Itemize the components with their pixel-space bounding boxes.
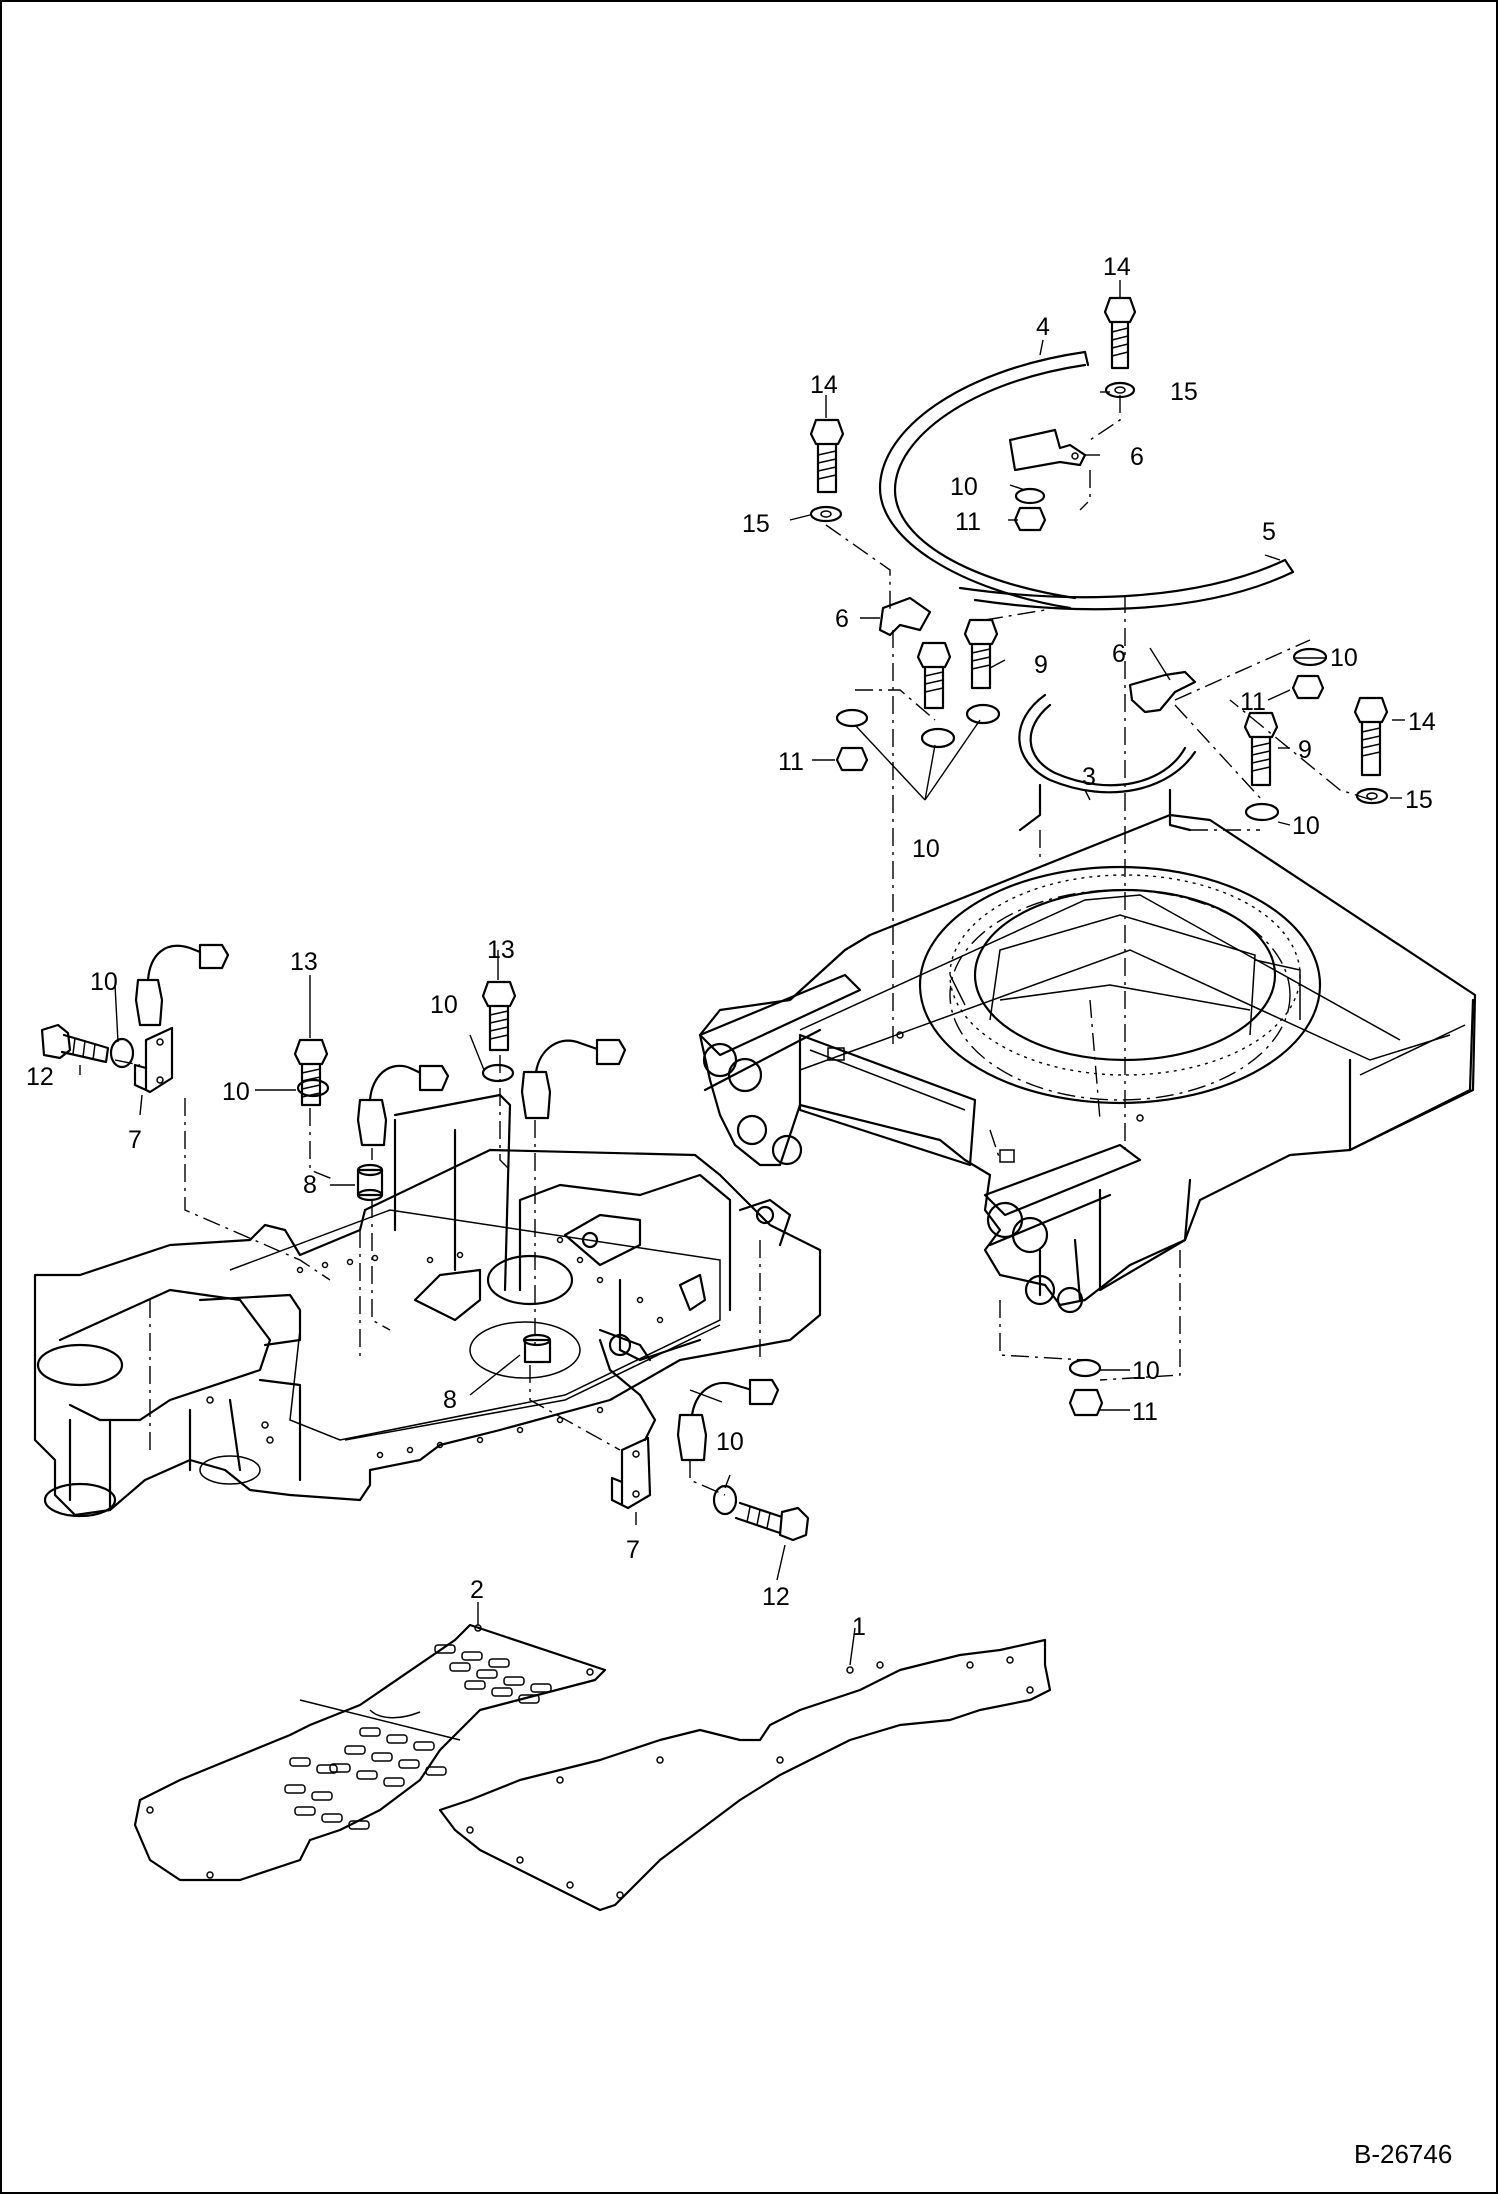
callout-14-left: 14 — [810, 371, 838, 399]
callout-13-left: 13 — [290, 948, 318, 976]
part-14-bolt-right — [1353, 696, 1389, 777]
hose-connector-mid-left — [356, 1064, 450, 1147]
callout-6-top: 6 — [1130, 443, 1144, 471]
part-10-washer-ll-b — [481, 1063, 515, 1083]
part-8-fitting-upper — [356, 1163, 384, 1202]
callout-15-top: 15 — [1170, 378, 1198, 406]
hose-connector-mid-right — [520, 1038, 627, 1120]
part-9-bolt-b — [963, 618, 999, 690]
track-frame — [33, 1093, 822, 1518]
part-11-nut-bottom — [1068, 1388, 1104, 1417]
callout-10-bottom: 10 — [1132, 1357, 1160, 1385]
part-14-bolt-top — [1103, 296, 1137, 370]
callout-labels: 1 2 3 4 5 6 6 6 7 7 8 8 9 9 10 10 10 10 … — [26, 253, 1436, 1641]
part-10-washer-ll-c — [109, 1037, 135, 1069]
callout-9-top: 9 — [1034, 651, 1048, 679]
callout-11-bottom: 11 — [1132, 1398, 1158, 1426]
part-1-under-cover — [438, 1638, 1052, 1912]
callout-10-ll-d: 10 — [716, 1428, 744, 1456]
figure-reference: B-26746 — [1354, 2139, 1452, 2169]
part-10-washer-ll-a — [296, 1078, 330, 1098]
callout-10-ll-c: 10 — [430, 991, 458, 1019]
callout-7-right: 7 — [626, 1536, 640, 1564]
part-6-bracket-top — [1008, 428, 1087, 472]
hose-connector-lower — [676, 1378, 780, 1462]
part-10-washer-right-top — [1292, 647, 1328, 667]
part-10-washer-right-low — [1244, 802, 1280, 822]
callout-5: 5 — [1262, 518, 1276, 546]
callout-1: 1 — [852, 1613, 866, 1641]
part-7-bracket-right — [610, 1436, 652, 1510]
callout-8-upper: 8 — [303, 1171, 317, 1199]
callout-10-mid: 10 — [912, 835, 940, 863]
callout-11-top: 11 — [955, 508, 981, 536]
part-13-bolt-right — [481, 980, 517, 1052]
part-14-bolt-left — [809, 418, 845, 494]
callout-11-left: 11 — [778, 748, 804, 776]
callout-14-right: 14 — [1408, 708, 1436, 736]
callout-13-right: 13 — [487, 936, 515, 964]
part-11-nut-mid-a — [835, 746, 869, 772]
hose-connector-left — [134, 943, 230, 1027]
assembly-center-lines-lower — [114, 1055, 726, 1496]
callout-6-left: 6 — [835, 605, 849, 633]
callout-10-top: 10 — [950, 473, 978, 501]
part-9-bolt-c — [1243, 711, 1279, 787]
callout-10-ll-b: 10 — [222, 1078, 250, 1106]
part-10-washer-mid-b — [920, 727, 956, 749]
callout-11-right: 11 — [1240, 688, 1266, 716]
part-10-washer-ll-d — [712, 1484, 738, 1516]
callout-10-right-low: 10 — [1292, 812, 1320, 840]
callout-8-lower: 8 — [443, 1386, 457, 1414]
part-15-washer-top — [1104, 381, 1136, 399]
callout-4: 4 — [1036, 313, 1050, 341]
callout-7-left: 7 — [128, 1126, 142, 1154]
callout-12-left: 12 — [26, 1063, 54, 1091]
callout-2: 2 — [470, 1576, 484, 1604]
part-7-bracket-left — [133, 1026, 174, 1094]
callout-6-right: 6 — [1112, 640, 1126, 668]
part-13-bolt-left — [293, 1038, 329, 1107]
part-8-fitting-lower — [522, 1333, 552, 1364]
part-2-step-plate — [133, 1623, 607, 1882]
swing-frame — [698, 813, 1477, 1314]
part-12-bolt-left — [40, 1023, 110, 1064]
callout-12-right: 12 — [762, 1583, 790, 1611]
part-10-washer-mid-c — [965, 703, 1001, 725]
part-12-bolt-right — [734, 1501, 810, 1542]
part-5-arc-plate — [958, 558, 1295, 611]
callout-14-top: 14 — [1103, 253, 1131, 281]
part-11-nut-right-top — [1291, 674, 1325, 700]
callout-leaders — [79, 280, 1405, 1666]
callout-15-left: 15 — [742, 510, 770, 538]
assembly-center-lines-upper — [825, 395, 1373, 1381]
part-4-arc-plate — [878, 350, 1090, 610]
part-9-bolt-a — [916, 641, 952, 710]
part-15-washer-left — [809, 505, 843, 523]
callout-9-right: 9 — [1298, 736, 1312, 764]
callout-10-right-top: 10 — [1330, 644, 1358, 672]
part-11-nut-top — [1013, 506, 1047, 532]
callout-3: 3 — [1082, 763, 1096, 791]
part-10-washer-bottom — [1068, 1358, 1102, 1378]
part-10-washer-top — [1014, 487, 1046, 505]
callout-15-right: 15 — [1405, 786, 1433, 814]
part-3-arc-bracket — [1018, 693, 1197, 832]
part-6-bracket-left — [878, 596, 932, 637]
part-6-bracket-right — [1128, 670, 1197, 714]
part-10-washer-mid-a — [835, 708, 869, 728]
callout-10-ll-a: 10 — [90, 968, 118, 996]
